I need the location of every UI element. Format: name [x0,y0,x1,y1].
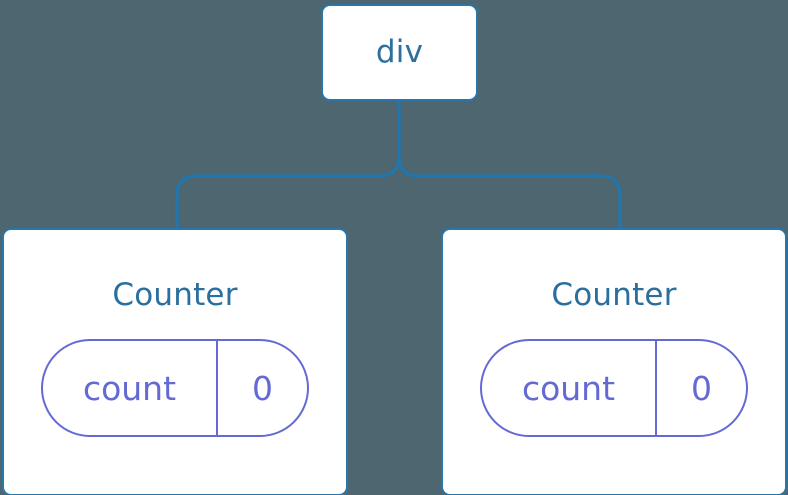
node-counter-1-label: Counter [551,277,677,313]
node-counter-0[interactable]: Counter count 0 [2,228,348,495]
state-value-counter-0: 0 [252,368,273,408]
state-key-counter-0: count [43,341,218,435]
node-div-label: div [375,34,424,70]
state-pill-counter-1[interactable]: count 0 [480,339,748,437]
node-counter-1[interactable]: Counter count 0 [441,228,787,495]
state-key-counter-1: count [482,341,657,435]
connector-root-to-child-0 [175,99,401,230]
node-counter-0-label: Counter [112,277,238,313]
node-div[interactable]: div [321,4,478,101]
connector-root-to-child-1 [397,99,622,230]
state-value-counter-1: 0 [691,368,712,408]
state-pill-counter-0[interactable]: count 0 [41,339,309,437]
